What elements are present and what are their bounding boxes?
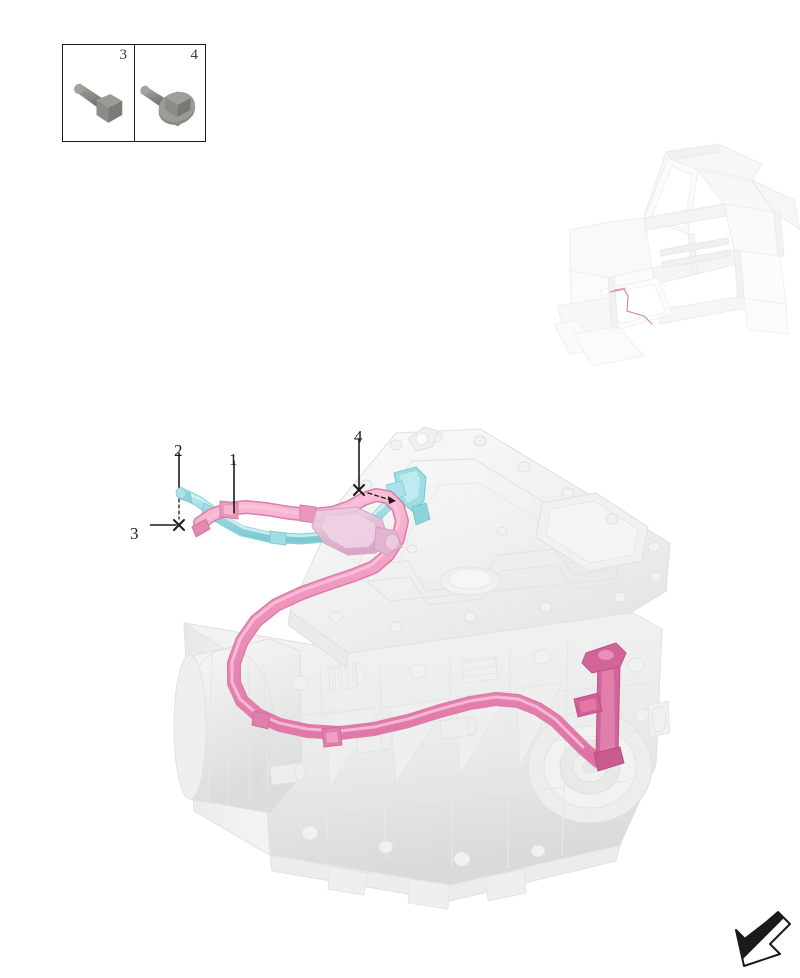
cable-connector [311, 506, 403, 556]
cable-end-bracket-right [573, 642, 627, 772]
callout-label-1: 1 [229, 450, 238, 469]
high-voltage-cable-pink [191, 488, 627, 772]
callout-label-2: 2 [174, 441, 183, 460]
x-marker-3 [173, 519, 185, 531]
x-marker-4 [353, 484, 365, 496]
leader-arrowheads [388, 496, 396, 504]
flange-bolt-icon [140, 85, 195, 127]
legend-number-3: 3 [119, 47, 128, 63]
legend-number-4: 4 [190, 47, 199, 63]
x-markers [173, 484, 365, 531]
legend-cell-4[interactable]: 4 [134, 45, 205, 141]
hex-bolt-icon [74, 83, 123, 123]
callout-label-4: 4 [354, 427, 363, 446]
legend-cell-3[interactable]: 3 [63, 45, 134, 141]
fastener-legend: 3 [62, 44, 206, 142]
transmission-cable-assembly [150, 426, 671, 910]
callout-label-3: 3 [130, 524, 139, 543]
vehicle-body-ghost-outline [553, 143, 800, 367]
orientation-arrow [735, 911, 791, 967]
callout-leaders [150, 438, 395, 526]
transmission-top-cover [287, 426, 671, 668]
